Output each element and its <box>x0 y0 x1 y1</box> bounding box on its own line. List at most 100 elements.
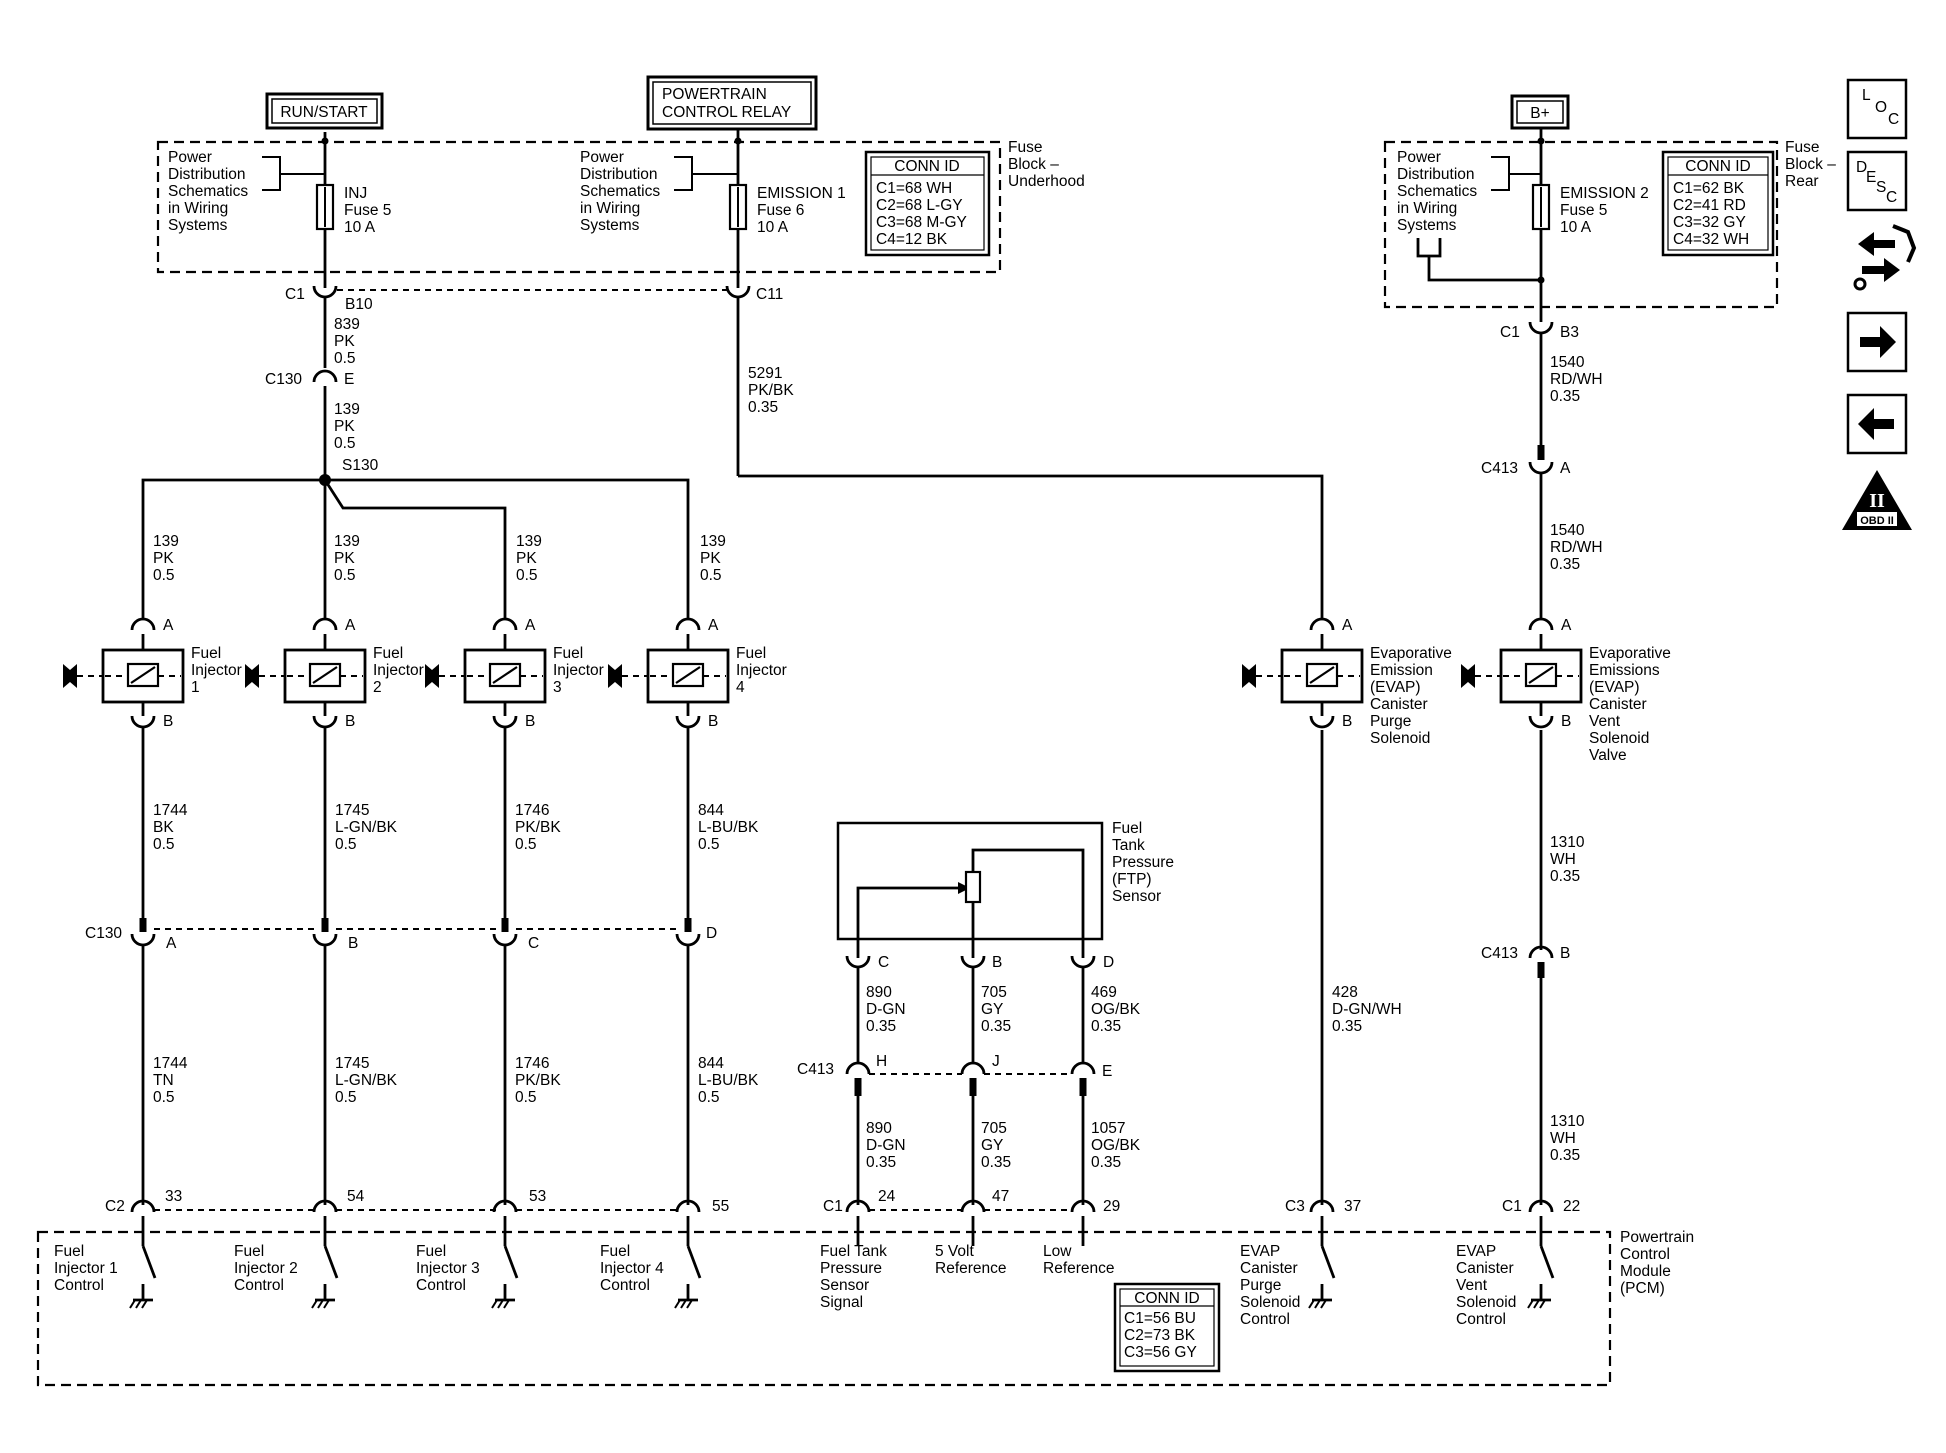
wire-705b-num: 705 <box>981 1120 1007 1137</box>
pcm-conn-id-row: C1=56 BU <box>1124 1310 1196 1327</box>
pin-a-label: A <box>345 617 356 634</box>
power-dist-1-text-5: Systems <box>168 217 228 234</box>
wire-gauge: 0.5 <box>515 1089 537 1106</box>
evap-vent-solenoid-label: (EVAP) <box>1589 679 1640 696</box>
pcm-evap-purge: EVAP <box>1240 1243 1280 1260</box>
pcm-conn-id-title: CONN ID <box>1134 1290 1199 1307</box>
wire-890b-color: D-GN <box>866 1137 906 1154</box>
connector-c1-underhood: C1 B10 C11 <box>285 285 783 476</box>
underhood-conn-id-row: C1=68 WH <box>876 180 952 197</box>
power-dist-2-text-3: Schematics <box>580 183 660 200</box>
fuel-injector-3-label: Injector <box>553 662 604 679</box>
emission-1-fuse-label-2: Fuse 6 <box>757 202 804 219</box>
underhood-conn-id-row-2: C2=68 L-GY <box>876 197 963 214</box>
pcm-title-3: Module <box>1620 1263 1671 1280</box>
c413-mid-label: C413 <box>797 1061 834 1078</box>
pcm-evap-purge-4: Solenoid <box>1240 1294 1300 1311</box>
pcm-evap-purge-2: Canister <box>1240 1260 1298 1277</box>
fuel-injector-1-label: Injector <box>191 662 242 679</box>
desc-icon-letter: D <box>1856 159 1867 176</box>
power-dist-2-text: Power <box>580 149 624 166</box>
pcm-ftp-signal-3: Sensor <box>820 1277 869 1294</box>
c1-label: C1 <box>285 286 305 303</box>
wire-469-num: 469 <box>1091 984 1117 1001</box>
pin-29: 29 <box>1103 1198 1120 1215</box>
pin-47: 47 <box>992 1188 1009 1205</box>
rear-power-dist-text-2: Distribution <box>1397 166 1475 183</box>
rear-power-dist-text-5: Systems <box>1397 217 1457 234</box>
injector-feed-bus <box>141 478 690 620</box>
obd-ii-icon[interactable]: II OBD II <box>1842 470 1912 530</box>
pcm-c2-label: C2 <box>105 1198 125 1215</box>
obd-ii-label: OBD II <box>1860 515 1894 527</box>
rear-power-dist-bracket <box>1491 156 1541 191</box>
pcm-pin-row <box>129 1199 1555 1309</box>
ground-icon <box>311 1298 335 1309</box>
ground-icon <box>491 1298 515 1309</box>
rear-conn-id-row-3: C3=32 GY <box>1673 214 1746 231</box>
pin-55: 55 <box>712 1198 729 1215</box>
pcm-inj3-ctrl-3: Control <box>416 1277 466 1294</box>
evap-vent-solenoid-label: Canister <box>1589 696 1647 713</box>
rear-conn-id-table: CONN ID C1=62 BK C2=41 RD C3=32 GY C4=32… <box>1661 150 1775 257</box>
wire-1310-gauge: 0.35 <box>1550 868 1580 885</box>
ground-icon <box>129 1298 153 1309</box>
wire-890-gauge: 0.35 <box>866 1018 896 1035</box>
c413-connector-a <box>1528 461 1554 475</box>
arrow-left-icon[interactable] <box>1846 393 1908 455</box>
rear-conn-id-row-2: C2=41 RD <box>1673 197 1746 214</box>
wire-139-3-color: PK <box>516 550 537 567</box>
wire-num: 1746 <box>515 1055 549 1072</box>
fuel-injector-2-label: Fuel <box>373 645 403 662</box>
pcm-evap-vent-4: Solenoid <box>1456 1294 1516 1311</box>
wire-gauge: 0.5 <box>153 1089 175 1106</box>
wire-num: 1746 <box>515 802 549 819</box>
wire-color: BK <box>153 819 174 836</box>
underhood-conn-id-table: CONN ID C1=68 WH C2=68 L-GY C3=68 M-GY C… <box>864 150 991 257</box>
loc-icon[interactable]: L O C <box>1846 78 1908 140</box>
pin-b-label: B <box>163 713 173 730</box>
connector-swap-icon[interactable] <box>1853 224 1917 291</box>
b10-label: B10 <box>345 296 373 313</box>
b-plus-label: B+ <box>1530 105 1549 122</box>
pcm-inj2-ctrl-3: Control <box>234 1277 284 1294</box>
ground-icon <box>1308 1298 1332 1309</box>
wire-1057-gauge: 0.35 <box>1091 1154 1121 1171</box>
fuel-injector-4-label: Fuel <box>736 645 766 662</box>
evap-purge-solenoid-label: Evaporative <box>1370 645 1452 662</box>
desc-icon[interactable]: D E S C <box>1846 150 1908 212</box>
power-dist-1-text-3: Schematics <box>168 183 248 200</box>
wire-139-4-color: PK <box>700 550 721 567</box>
pcm-ftp-signal-4: Signal <box>820 1294 863 1311</box>
pcm-inj1-ctrl-3: Control <box>54 1277 104 1294</box>
c130-lower-label: C130 <box>85 925 122 942</box>
arrow-right-icon[interactable] <box>1846 311 1908 373</box>
wire-num: 1744 <box>153 1055 188 1072</box>
wire-color: L-BU/BK <box>698 1072 759 1089</box>
wire-color: PK/BK <box>515 1072 561 1089</box>
wire-5291-num: 5291 <box>748 365 782 382</box>
loc-icon-letter-3: C <box>1888 111 1899 128</box>
power-dist-1-text-4: in Wiring <box>168 200 228 217</box>
wire-705-gauge: 0.35 <box>981 1018 1011 1035</box>
wire-color: L-GN/BK <box>335 819 398 836</box>
wire-color: L-BU/BK <box>698 819 759 836</box>
wire-gauge: 0.5 <box>698 836 720 853</box>
wire-890-num: 890 <box>866 984 892 1001</box>
b-plus-source: B+ <box>1510 94 1570 130</box>
ftp-sensor-label-5: Sensor <box>1112 888 1161 905</box>
wire-1310b-num: 1310 <box>1550 1113 1585 1130</box>
emission-1-fuse-label-3: 10 A <box>757 219 789 236</box>
pcm-module: Powertrain Control Module (PCM) Fuel Inj… <box>36 1229 1694 1387</box>
inj-fuse-label-3: 10 A <box>344 219 376 236</box>
ground-icon <box>1527 1298 1551 1309</box>
c413-pin-j: J <box>992 1053 1000 1070</box>
pin-b-label: B <box>1561 713 1571 730</box>
pin-b-label: B <box>1342 713 1352 730</box>
evap-vent-solenoid: ABEvaporativeEmissions(EVAP)CanisterVent… <box>1461 617 1671 764</box>
evap-vent-solenoid-label: Solenoid <box>1589 730 1649 747</box>
